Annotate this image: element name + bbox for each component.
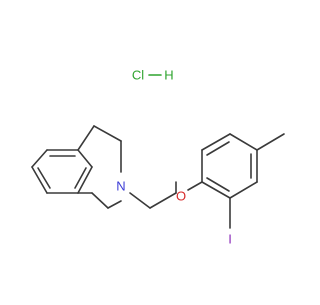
double-bond-inner xyxy=(206,141,230,156)
bond xyxy=(129,192,151,209)
bond xyxy=(229,133,258,151)
bond xyxy=(77,166,93,194)
ethyl-linker xyxy=(129,192,177,209)
bond xyxy=(91,192,109,209)
bond xyxy=(77,149,93,168)
oxygen-label: O xyxy=(176,189,186,204)
bond xyxy=(149,192,177,209)
molecule-structure: Cl H N O xyxy=(31,68,285,247)
methyl-bond xyxy=(256,133,285,151)
double-bond-inner xyxy=(37,167,51,189)
salt-hydrogen-label: H xyxy=(164,68,173,83)
bond xyxy=(201,181,231,199)
double-bond-inner xyxy=(74,167,87,189)
aryl-ring xyxy=(201,133,258,199)
bond xyxy=(201,133,231,151)
nitrogen-label: N xyxy=(116,179,125,194)
bond xyxy=(187,181,203,191)
salt-chlorine-label: Cl xyxy=(132,68,144,83)
bond xyxy=(229,181,258,199)
bond xyxy=(93,125,122,142)
benzo-ring xyxy=(31,149,93,194)
bond xyxy=(31,166,48,194)
bond xyxy=(31,149,48,168)
iodine-label: I xyxy=(228,232,232,247)
structure-canvas: Cl H N O xyxy=(31,68,285,247)
bond xyxy=(77,125,95,151)
hcl-salt: Cl H xyxy=(132,68,174,83)
double-bond-inner xyxy=(206,177,230,192)
bond xyxy=(107,200,122,209)
saturated-ring xyxy=(77,125,122,209)
